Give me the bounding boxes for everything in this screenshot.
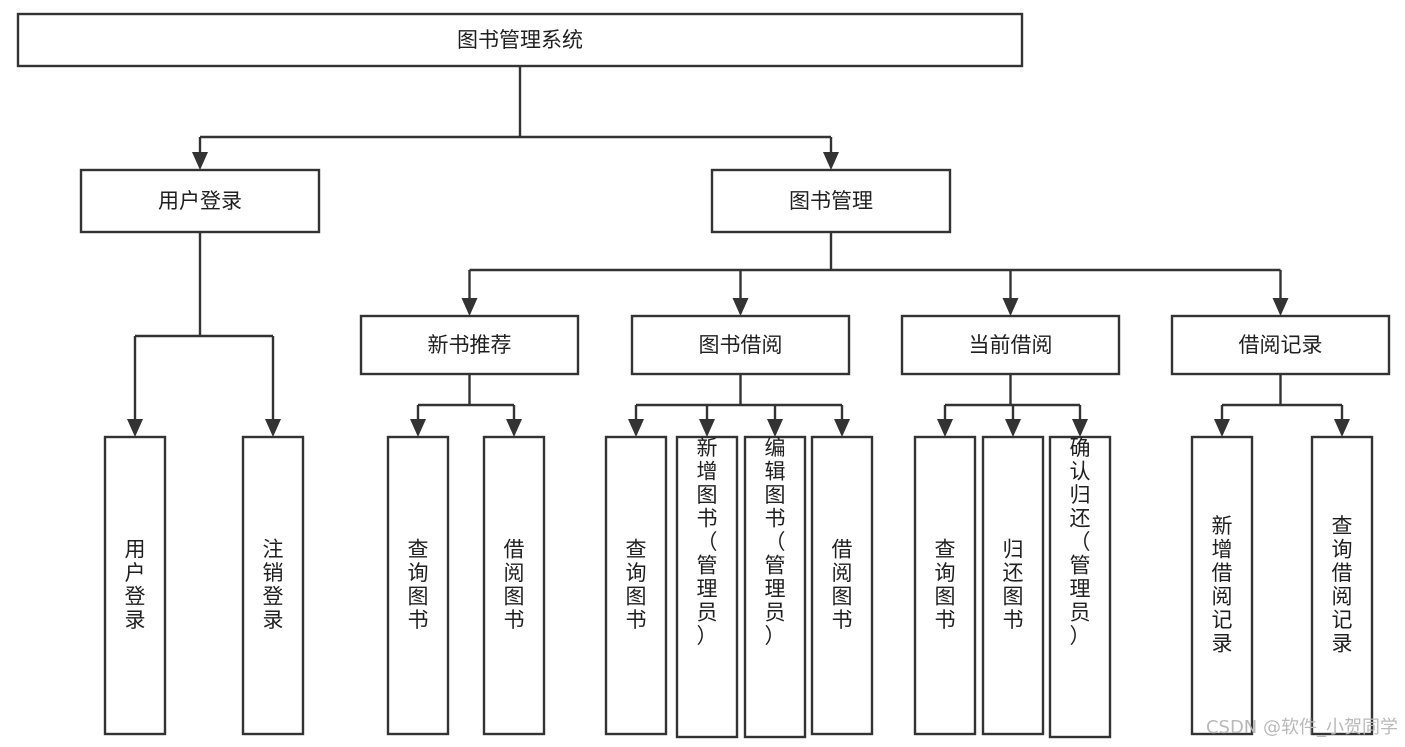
- node-label-add-book-admin: 新增图书（管理员）: [697, 436, 718, 648]
- book-borrow-to-borrow-book-2-arrowhead-icon: [834, 419, 850, 437]
- new-book-recommend-to-borrow-book-1-arrowhead-icon: [506, 419, 522, 437]
- node-box-query-book-3: [913, 435, 977, 736]
- node-box-borrow-record: [1170, 314, 1391, 376]
- node-label-borrow-book-1: 借阅图书: [504, 538, 525, 633]
- book-borrow-to-add-book-admin-arrowhead-icon: [699, 419, 715, 437]
- node-query-borrow-record[interactable]: 查询借阅记录: [1310, 435, 1374, 736]
- node-label-borrow-record: 借阅记录: [1239, 333, 1323, 357]
- node-box-return-book: [981, 435, 1045, 736]
- new-book-recommend-to-query-book-1-arrowhead-icon: [410, 419, 426, 437]
- node-query-book-3[interactable]: 查询图书: [913, 435, 977, 736]
- node-box-query-book-2: [604, 435, 668, 736]
- node-box-login-do: [103, 435, 167, 736]
- node-box-borrow-book-1: [482, 435, 546, 736]
- node-box-root: [16, 12, 1024, 68]
- root-to-book-manage-arrowhead-icon: [823, 152, 839, 170]
- node-label-current-borrow: 当前借阅: [969, 333, 1053, 357]
- node-label-book-borrow: 图书借阅: [699, 333, 783, 357]
- node-book-manage[interactable]: 图书管理: [710, 168, 952, 234]
- node-new-book-recommend[interactable]: 新书推荐: [359, 314, 580, 376]
- node-label-add-borrow-record: 新增借阅记录: [1212, 514, 1233, 656]
- connector-layer: [127, 66, 1350, 437]
- node-label-edit-book-admin: 编辑图书（管理员）: [765, 436, 786, 648]
- node-confirm-return-admin[interactable]: 确认归还（管理员）: [1048, 435, 1112, 739]
- node-box-query-borrow-record: [1310, 435, 1374, 736]
- current-borrow-to-confirm-return-admin-arrowhead-icon: [1072, 419, 1088, 437]
- node-label-query-book-3: 查询图书: [935, 538, 956, 633]
- node-box-borrow-book-2: [810, 435, 874, 736]
- book-borrow-to-query-book-2-arrowhead-icon: [628, 419, 644, 437]
- node-box-book-borrow: [630, 314, 851, 376]
- node-box-book-manage: [710, 168, 952, 234]
- node-add-borrow-record[interactable]: 新增借阅记录: [1190, 435, 1254, 736]
- node-box-new-book-recommend: [359, 314, 580, 376]
- node-label-new-book-recommend: 新书推荐: [428, 333, 512, 357]
- node-return-book[interactable]: 归还图书: [981, 435, 1045, 736]
- node-current-borrow[interactable]: 当前借阅: [900, 314, 1121, 376]
- book-manage-to-current-borrow-arrowhead-icon: [1002, 298, 1019, 316]
- node-label-root: 图书管理系统: [457, 28, 583, 52]
- current-borrow-to-return-book-arrowhead-icon: [1005, 419, 1021, 437]
- node-add-book-admin[interactable]: 新增图书（管理员）: [675, 435, 739, 739]
- node-label-book-manage: 图书管理: [789, 189, 873, 213]
- book-manage-to-borrow-record-arrowhead-icon: [1272, 298, 1289, 316]
- book-manage-to-book-borrow-arrowhead-icon: [732, 298, 749, 316]
- root-to-user-login-arrowhead-icon: [192, 152, 208, 170]
- node-logout-do[interactable]: 注销登录: [241, 435, 305, 736]
- node-box-edit-book-admin: [743, 435, 807, 739]
- node-label-confirm-return-admin: 确认归还（管理员）: [1070, 436, 1091, 648]
- user-login-to-login-do-arrowhead-icon: [127, 419, 143, 437]
- node-box-confirm-return-admin: [1048, 435, 1112, 739]
- node-label-query-borrow-record: 查询借阅记录: [1332, 514, 1353, 656]
- node-root[interactable]: 图书管理系统: [16, 12, 1024, 68]
- node-box-user-login: [79, 168, 321, 234]
- book-borrow-to-edit-book-admin-arrowhead-icon: [767, 419, 783, 437]
- book-manage-to-new-book-recommend-arrowhead-icon: [461, 298, 478, 316]
- node-label-user-login: 用户登录: [158, 189, 242, 213]
- node-box-current-borrow: [900, 314, 1121, 376]
- node-edit-book-admin[interactable]: 编辑图书（管理员）: [743, 435, 807, 739]
- node-box-add-borrow-record: [1190, 435, 1254, 736]
- node-borrow-book-1[interactable]: 借阅图书: [482, 435, 546, 736]
- node-label-borrow-book-2: 借阅图书: [832, 538, 853, 633]
- node-box-add-book-admin: [675, 435, 739, 739]
- borrow-record-to-query-borrow-record-arrowhead-icon: [1334, 419, 1350, 437]
- current-borrow-to-query-book-3-arrowhead-icon: [937, 419, 953, 437]
- node-box-query-book-1: [386, 435, 450, 736]
- node-label-query-book-2: 查询图书: [626, 538, 647, 633]
- node-borrow-record[interactable]: 借阅记录: [1170, 314, 1391, 376]
- csdn-watermark: CSDN @软件_小贺同学: [1206, 717, 1398, 738]
- borrow-record-to-add-borrow-record-arrowhead-icon: [1214, 419, 1230, 437]
- node-layer: 图书管理系统用户登录图书管理用户登录注销登录新书推荐查询图书借阅图书图书借阅查询…: [16, 12, 1391, 739]
- node-borrow-book-2[interactable]: 借阅图书: [810, 435, 874, 736]
- node-query-book-1[interactable]: 查询图书: [386, 435, 450, 736]
- user-login-to-logout-do-arrowhead-icon: [265, 419, 281, 437]
- node-label-return-book: 归还图书: [1003, 538, 1024, 633]
- node-user-login[interactable]: 用户登录: [79, 168, 321, 234]
- node-book-borrow[interactable]: 图书借阅: [630, 314, 851, 376]
- node-label-login-do: 用户登录: [125, 538, 146, 633]
- node-query-book-2[interactable]: 查询图书: [604, 435, 668, 736]
- node-label-query-book-1: 查询图书: [408, 538, 429, 633]
- node-login-do[interactable]: 用户登录: [103, 435, 167, 736]
- node-box-logout-do: [241, 435, 305, 736]
- node-label-logout-do: 注销登录: [263, 538, 284, 633]
